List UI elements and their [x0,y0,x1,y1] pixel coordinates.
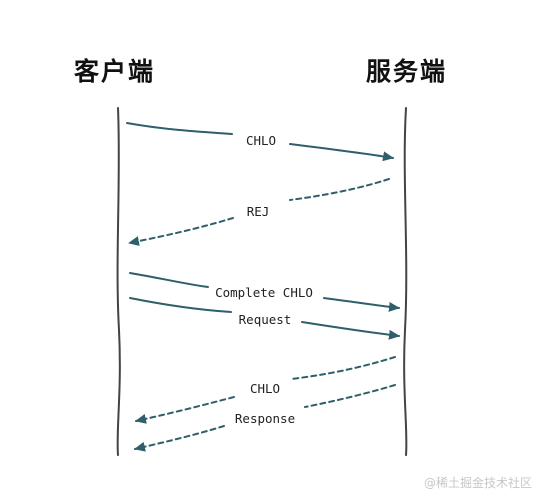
message-label: Request [239,312,292,327]
message-label: REJ [247,204,270,219]
message-label: Complete CHLO [215,285,313,300]
server-lifeline [403,107,408,456]
client-lifeline [116,107,121,456]
client-title: 客户端 [74,57,156,86]
message-response: Response [134,384,396,452]
message-complete-chlo: Complete CHLO [129,272,400,312]
message-chlo: CHLO [126,122,394,162]
watermark: @稀土掘金技术社区 [423,476,532,490]
server-title: 服务端 [366,57,448,86]
message-label: Response [235,411,295,426]
message-request: Request [129,297,400,340]
message-label: CHLO [250,381,280,396]
message-chlo-response: CHLO [135,356,396,424]
message-rej: REJ [128,178,390,246]
message-label: CHLO [246,133,276,148]
